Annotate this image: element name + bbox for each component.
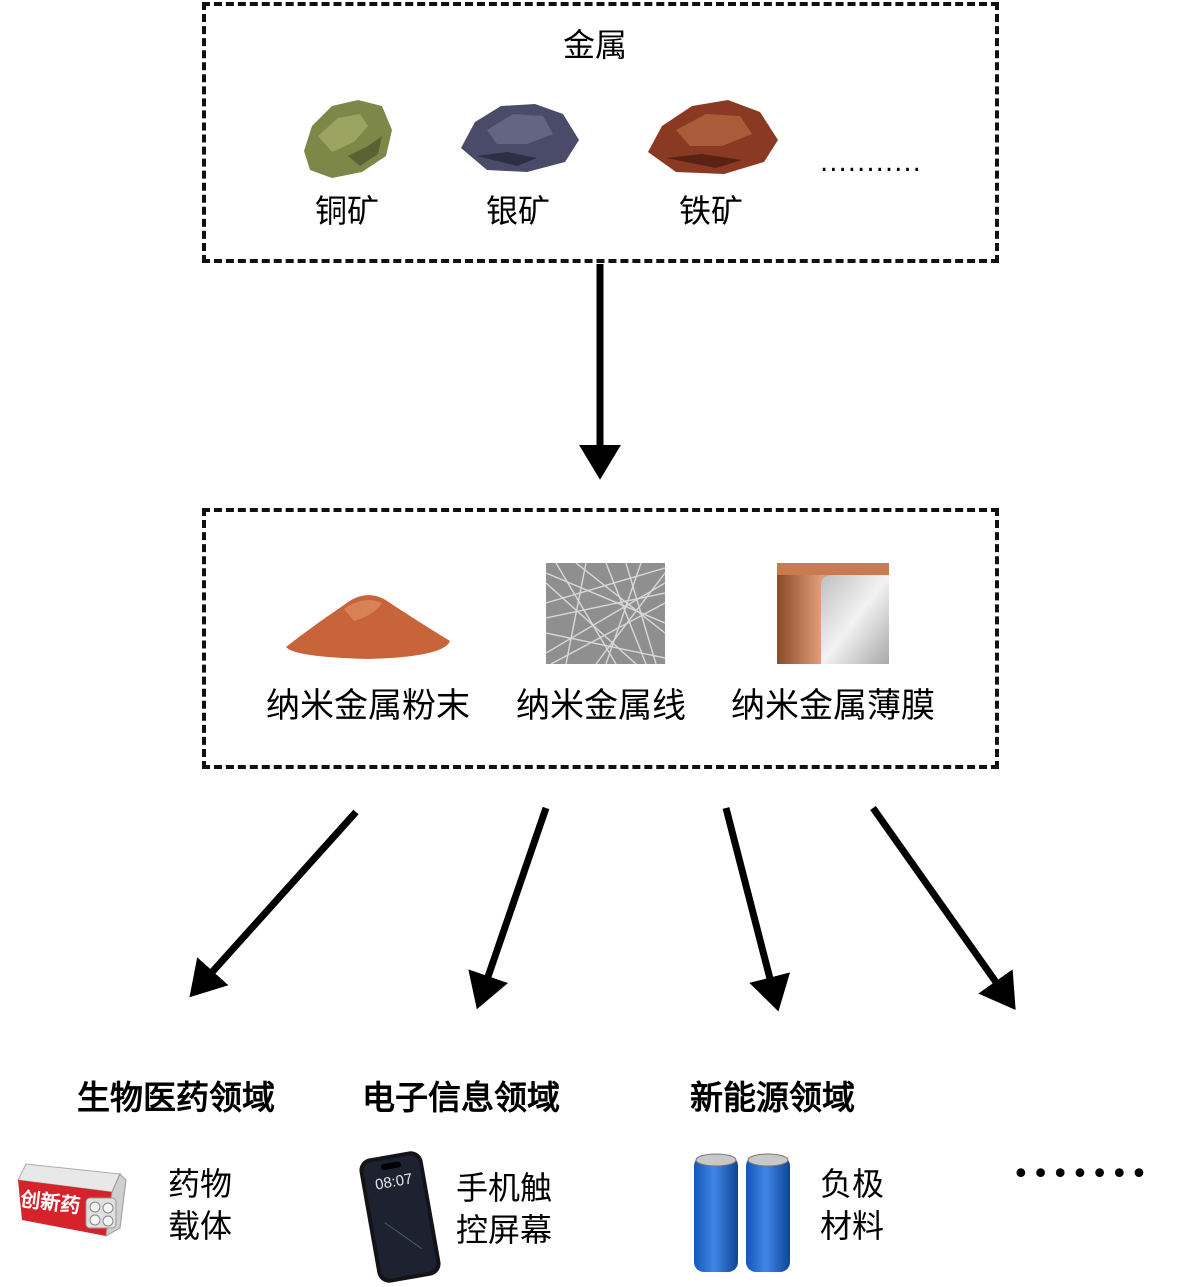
nanowire-icon [546,563,665,664]
battery-icon [694,1153,790,1272]
field-title-new-energy: 新能源领域 [690,1078,855,1117]
metal-box [202,2,999,263]
field-desc-biomedical-line1: 药物 [168,1165,233,1203]
field-desc-electronics-line1: 手机触 [456,1169,553,1207]
nano-box [202,508,999,769]
field-title-electronics: 电子信息领域 [362,1078,560,1117]
field-title-biomedical: 生物医药领域 [77,1078,275,1117]
smartphone-icon: 08:07 [359,1151,441,1283]
nano-label-powder: 纳米金属粉末 [266,686,470,726]
arrow-to-new-energy [722,807,791,1012]
ore-ellipsis: ........... [820,148,922,178]
smartphone-time: 08:07 [374,1170,414,1193]
metal-film-icon [777,563,889,664]
more-fields-ellipsis: ••••••• [1012,1157,1150,1192]
iron-ore-icon [648,100,778,174]
arrow-to-more [870,805,1016,1011]
metal-powder-icon [286,595,450,659]
ore-label-silver: 银矿 [486,192,551,230]
nano-label-film: 纳米金属薄膜 [731,686,935,726]
drug-capsule-icon: 创新药 [17,1163,127,1237]
arrow-to-electronics [468,806,550,1010]
copper-ore-icon [304,100,392,178]
field-desc-electronics-line2: 控屏幕 [456,1211,553,1249]
ore-label-iron: 铁矿 [679,192,744,230]
nano-label-wire: 纳米金属线 [516,686,686,726]
arrow-to-biomedical [189,809,359,998]
field-desc-new-energy-line1: 负极 [820,1165,885,1203]
metal-box-title: 金属 [563,26,628,64]
ore-label-copper: 铜矿 [315,192,380,230]
silver-ore-icon [461,104,579,172]
field-desc-new-energy-line2: 材料 [820,1207,885,1245]
field-desc-biomedical-line2: 载体 [168,1207,233,1245]
